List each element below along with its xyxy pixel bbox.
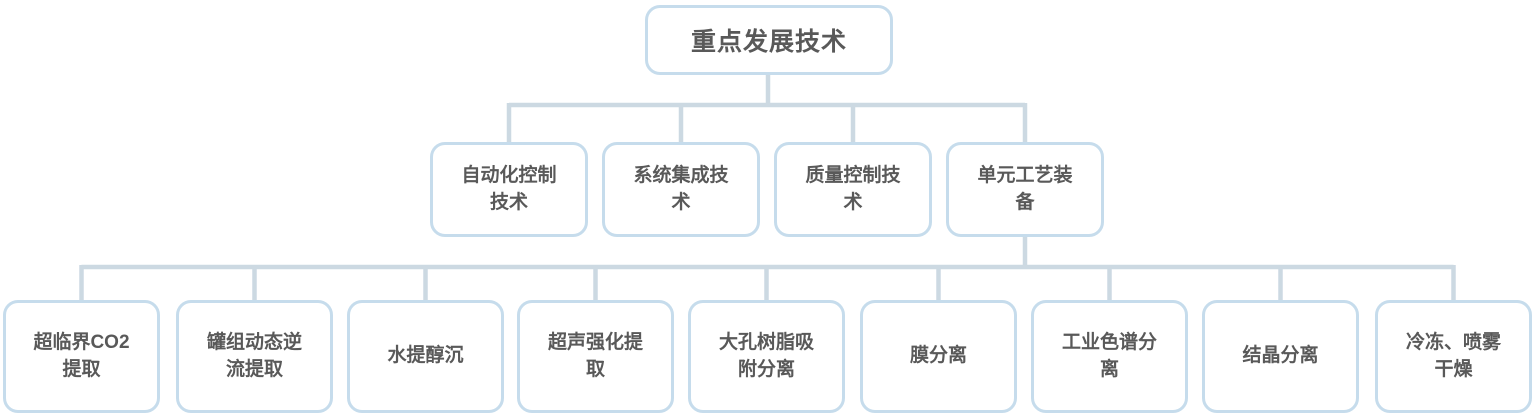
node-label: 水提醇沉 (387, 345, 464, 367)
node-macroporous-resin-adsorption-separation: 大孔树脂吸附分离 (688, 300, 845, 413)
node-label: 大孔树脂吸附分离 (718, 331, 814, 380)
node-freeze-spray-drying: 冷冻、喷雾干燥 (1375, 300, 1532, 413)
node-label: 单元工艺装备 (977, 164, 1073, 213)
node-label: 自动化控制技术 (461, 164, 557, 213)
node-label: 超临界CO2提取 (33, 331, 130, 380)
node-label: 膜分离 (909, 345, 967, 367)
node-label: 质量控制技术 (805, 164, 901, 213)
node-label: 工业色谱分离 (1061, 331, 1157, 380)
node-industrial-chromatography-separation: 工业色谱分离 (1031, 300, 1188, 413)
node-supercritical-co2-extraction: 超临界CO2提取 (3, 300, 160, 413)
node-label: 冷冻、喷雾干燥 (1405, 331, 1501, 380)
node-crystallization-separation: 结晶分离 (1202, 300, 1359, 413)
node-automation-control-technology: 自动化控制技术 (430, 142, 588, 237)
node-water-extraction-alcohol-precipitation: 水提醇沉 (347, 300, 504, 413)
connector-root-to-level2 (506, 75, 1028, 142)
node-system-integration-technology: 系统集成技术 (602, 142, 760, 237)
node-label: 系统集成技术 (633, 164, 729, 213)
node-label: 重点发展技术 (690, 28, 847, 56)
node-membrane-separation: 膜分离 (860, 300, 1017, 413)
node-unit-process-equipment: 单元工艺装备 (946, 142, 1104, 237)
node-key-development-technologies: 重点发展技术 (645, 5, 893, 75)
node-label: 结晶分离 (1242, 345, 1319, 367)
node-tank-group-countercurrent-extraction: 罐组动态逆流提取 (176, 300, 333, 413)
node-ultrasonic-enhanced-extraction: 超声强化提取 (517, 300, 674, 413)
connector-level2-to-level3 (79, 237, 1456, 300)
node-label: 罐组动态逆流提取 (206, 331, 302, 380)
node-quality-control-technology: 质量控制技术 (774, 142, 932, 237)
node-label: 超声强化提取 (547, 331, 643, 380)
